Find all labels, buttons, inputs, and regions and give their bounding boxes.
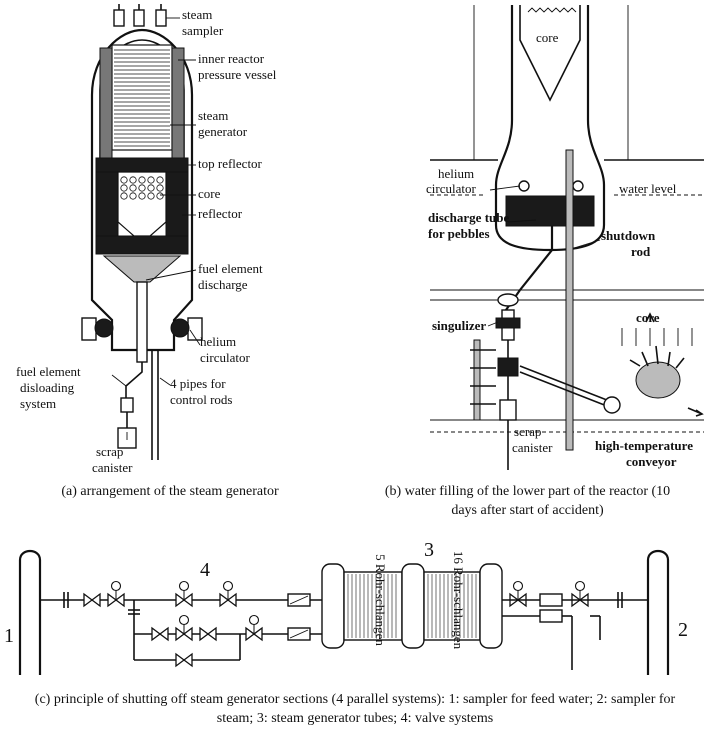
panel-a-leaders	[111, 17, 201, 440]
label-scrap-canister-a: scrap canister	[92, 444, 133, 475]
label-core-small: core	[636, 310, 660, 325]
tube-label-right: 16 Rohr-schlangen	[451, 551, 466, 650]
steam-generator-tube-bundle	[99, 44, 185, 159]
top-reflector-block	[95, 157, 189, 173]
fuel-unloading-box	[120, 397, 134, 413]
label-core-b: core	[536, 30, 559, 45]
pebble	[138, 176, 146, 184]
label-steam-sampler: steam sampler	[182, 7, 224, 38]
number-1: 1	[4, 625, 14, 647]
pebble	[120, 184, 128, 192]
core-pebbles	[120, 176, 164, 200]
valve-symbol	[175, 652, 193, 668]
label-helium-circulator-b: helium circulator	[426, 166, 477, 196]
number-4: 4	[200, 559, 210, 581]
control-rod-pipes	[151, 350, 159, 460]
singulizer-device	[495, 293, 521, 341]
side-reflector-left	[95, 171, 119, 245]
valve-symbol	[151, 626, 169, 642]
fuel-discharge-tube	[136, 281, 148, 363]
valve-actuator	[178, 580, 190, 592]
pebble	[147, 184, 155, 192]
valve-symbol	[83, 592, 101, 608]
pebble	[129, 192, 137, 200]
high-temperature-conveyor	[519, 312, 704, 417]
label-singulizer: singulizer	[432, 318, 486, 333]
side-reflector-right	[165, 171, 189, 245]
label-helium-circulator-a: helium circulator	[200, 334, 250, 365]
pebble	[138, 184, 146, 192]
caption-b-line-1: (b) water filling of the lower part of t…	[384, 484, 671, 499]
tube-label-left: 5 Rohr-schlangen	[373, 554, 388, 646]
valve-symbol	[199, 626, 217, 642]
helium-circulators	[81, 317, 203, 341]
feed-water-sampler	[18, 549, 42, 675]
bottom-reflector-block	[95, 235, 189, 255]
valve-actuator	[512, 580, 524, 592]
bottom-structure-b	[505, 195, 595, 227]
valve-actuator	[222, 580, 234, 592]
fuel-unloading-line	[125, 362, 143, 398]
label-control-pipes: 4 pipes for control rods	[170, 376, 232, 407]
steam-sampler-column	[646, 549, 670, 675]
pebble	[138, 192, 146, 200]
pebble	[147, 192, 155, 200]
caption-b-line-2: days after start of accident)	[451, 503, 604, 518]
label-inner-vessel: inner reactor pressure vessel	[198, 51, 277, 82]
pebble	[147, 176, 155, 184]
panel-b-leaders	[487, 185, 601, 327]
pebble	[156, 184, 164, 192]
top-nozzles	[113, 4, 167, 27]
pebble	[129, 184, 137, 192]
caption-c-line-2: steam; 3: steam generator tubes; 4: valv…	[216, 711, 494, 726]
label-shutdown-rod: shutdown rod	[601, 228, 658, 259]
label-reflector: reflector	[198, 206, 243, 221]
pebble	[129, 176, 137, 184]
steam-generator-tubes: 5 Rohr-schlangen 16 Rohr-schlangen	[321, 551, 503, 650]
pebble	[120, 176, 128, 184]
label-steam-generator: steam generator	[198, 108, 248, 139]
label-scrap-canister-b: scrap canister	[512, 424, 553, 455]
valve-actuator	[110, 580, 122, 592]
core-heater-b	[527, 7, 577, 13]
outer-pressure-vessel	[90, 28, 194, 352]
panel-a-steam-generator-arrangement: steam sampler inner reactor pressure ves…	[16, 4, 277, 475]
number-2: 2	[678, 619, 688, 641]
reactor-vessel-b	[494, 5, 606, 252]
label-top-reflector: top reflector	[198, 156, 263, 171]
steam-outlet-line	[502, 592, 648, 670]
discharge-stack	[470, 339, 519, 470]
label-fuel-discharge: fuel element discharge	[198, 261, 266, 292]
shutdown-rod	[565, 149, 574, 451]
label-conveyor: high-temperature conveyor	[595, 438, 696, 469]
pebble	[156, 192, 164, 200]
caption-panel-b: (b) water filling of the lower part of t…	[350, 482, 705, 520]
label-fuel-unloading: fuel element disloading system	[16, 364, 84, 411]
caption-panel-a: (a) arrangement of the steam generator	[61, 484, 279, 499]
number-3: 3	[424, 539, 434, 561]
inner-vessel-b	[519, 5, 581, 102]
panel-b-water-filling: core helium circulator water level disch…	[426, 5, 704, 470]
label-core-a: core	[198, 186, 221, 201]
label-discharge-tube: discharge tube for pebbles	[428, 210, 513, 241]
pebble	[156, 176, 164, 184]
pebble	[120, 192, 128, 200]
caption-c-line-1: (c) principle of shutting off steam gene…	[34, 692, 676, 707]
valve-actuator	[574, 580, 586, 592]
valve-actuator	[248, 614, 260, 626]
valve-set	[83, 580, 589, 668]
caption-panel-c: (c) principle of shutting off steam gene…	[2, 690, 708, 728]
panel-c-shutoff-principle: 1 2 3 4	[4, 539, 688, 675]
fuel-discharge-funnel	[102, 255, 182, 283]
label-water-level: water level	[619, 181, 677, 196]
feed-line-lower	[128, 600, 322, 661]
valve-actuator	[178, 614, 190, 626]
